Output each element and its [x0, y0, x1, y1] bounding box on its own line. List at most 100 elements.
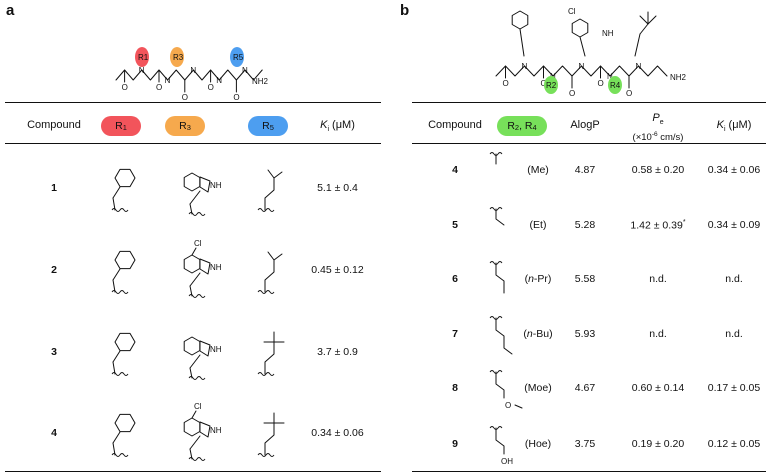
panel-b-header-ki: Ki (μM): [716, 119, 752, 134]
backbone-n-atom: N: [636, 62, 642, 71]
r4-highlight: [608, 76, 622, 94]
backbone-n-atom: N: [139, 66, 145, 75]
r1-highlight: [135, 47, 149, 67]
panel-b-header-pe: Pe (×10-6 cm/s): [632, 112, 684, 144]
benzyl-ring: [114, 250, 136, 270]
benzyl-ring: [114, 413, 136, 433]
panel-a-ki-value: 3.7 ± 0.9: [317, 346, 358, 358]
r3-indole-structure: NH: [183, 172, 222, 216]
pe-value: 0.19 ± 0.20: [631, 438, 685, 450]
panel-b-ki-value: 0.12 ± 0.05: [707, 438, 761, 450]
r-group-structure: [489, 261, 505, 294]
indole-nh-label: NH: [210, 426, 222, 435]
r2-highlight: [544, 76, 558, 94]
heteroatom-label: O: [505, 401, 511, 410]
panel-b-compound-id: 4: [452, 164, 458, 176]
indole-benzo-ring: [183, 336, 201, 356]
r-group-structure: O: [489, 370, 523, 410]
panel-b-header-rule: [412, 143, 766, 144]
alogp-value: 4.87: [574, 164, 596, 176]
panel-b-compound-id: 9: [452, 438, 458, 450]
r4-label: R4: [610, 81, 621, 90]
indole-pyrrole-ring: [199, 340, 211, 357]
panel-b-ki-value: n.d.: [725, 328, 743, 340]
r3-indole-structure: NH Cl: [183, 402, 222, 461]
panel-b-ki-value: 0.17 ± 0.05: [707, 382, 761, 394]
pe-value: 0.60 ± 0.14: [631, 382, 685, 394]
indole-benzo-ring: [183, 254, 201, 274]
panel-a-top-rule: [5, 102, 381, 103]
panel-a-compound-id: 1: [51, 182, 57, 194]
r-group-label: (Moe): [524, 382, 552, 394]
r-group-structure: [489, 207, 505, 226]
panel-a-header-compound: Compound: [27, 119, 81, 131]
panel-b-label: b: [400, 2, 410, 19]
r1-label: R1: [138, 53, 149, 62]
alogp-value: 5.93: [574, 328, 596, 340]
r-group-label: (Me): [527, 164, 549, 176]
backbone-n-atom: N: [522, 62, 528, 71]
indole-benzo-ring: [183, 417, 201, 437]
panel-a-compound-id: 3: [51, 346, 57, 358]
panel-b-compound-id: 8: [452, 382, 458, 394]
backbone-o-atom: O: [541, 79, 547, 88]
benzyl-ring: [511, 10, 529, 30]
r5-neohexyl-structure: [257, 412, 285, 457]
cl-label-b: Cl: [568, 7, 576, 16]
alogp-value: 4.67: [574, 382, 596, 394]
r2-label: R2: [546, 81, 557, 90]
backbone-o-atom: O: [208, 83, 214, 92]
r1-benzyl-structure: [111, 413, 136, 457]
r5-neohexyl-structure: [257, 331, 285, 376]
panel-a-compound-id: 2: [51, 264, 57, 276]
backbone-n-atom: N: [165, 76, 171, 85]
panel-a-label: a: [6, 2, 15, 19]
significance-mark: *: [682, 219, 686, 226]
r-group-structure: [489, 152, 503, 165]
r5-isopentyl-structure: [257, 169, 283, 212]
r-group-label: (n-Bu): [523, 328, 553, 340]
indole-pyrrole-ring: [199, 176, 211, 193]
panel-a-ki-value: 0.34 ± 0.06: [311, 427, 364, 439]
panel-b-bottom-rule: [412, 471, 766, 472]
panel-b-ki-value: n.d.: [725, 273, 743, 285]
r-group-label: (n-Pr): [524, 273, 552, 285]
backbone-n-atom: N: [216, 76, 222, 85]
indole-nh-label: NH: [210, 345, 222, 354]
r-group-label: (Et): [529, 219, 547, 231]
backbone-o-atom: O: [182, 93, 188, 102]
backbone-n-atom: N: [607, 72, 613, 81]
panel-a-header-r3: R3: [165, 116, 205, 136]
alogp-value: 5.58: [574, 273, 596, 285]
backbone-o-atom: O: [503, 79, 509, 88]
backbone-n-atom: N: [190, 66, 196, 75]
backbone-o-atom: O: [122, 83, 128, 92]
indole-pyrrole-ring: [199, 258, 211, 275]
indole-nh-label: NH: [210, 263, 222, 272]
panel-b-header-alogp: AlogP: [570, 119, 600, 131]
panel-a-compound-id: 4: [51, 427, 57, 439]
pe-value: n.d.: [649, 328, 667, 340]
r5-highlight: [230, 47, 244, 67]
panel-b-ki-value: 0.34 ± 0.06: [707, 164, 761, 176]
r3-indole-structure: NH: [183, 336, 222, 380]
backbone-n-atom: N: [579, 62, 585, 71]
backbone-o-atom: O: [233, 93, 239, 102]
panel-a-header-r5: R5: [248, 116, 288, 136]
alogp-value: 3.75: [574, 438, 596, 450]
nh2-label-b: NH2: [670, 73, 687, 82]
r5-label: R5: [233, 53, 244, 62]
r1-benzyl-structure: [111, 168, 136, 212]
benzyl-ring: [114, 168, 136, 188]
panel-b-header-compound: Compound: [428, 119, 482, 131]
panel-b-ki-value: 0.34 ± 0.09: [707, 219, 761, 231]
alogp-value: 5.28: [574, 219, 596, 231]
r5-isopentyl-structure: [257, 251, 283, 294]
chloro-label: Cl: [194, 239, 202, 248]
r1-benzyl-structure: [111, 250, 136, 294]
r3-highlight: [170, 47, 184, 67]
panel-a-bottom-rule: [5, 471, 381, 472]
backbone-o-atom: O: [156, 83, 162, 92]
chloro-label: Cl: [194, 402, 202, 411]
